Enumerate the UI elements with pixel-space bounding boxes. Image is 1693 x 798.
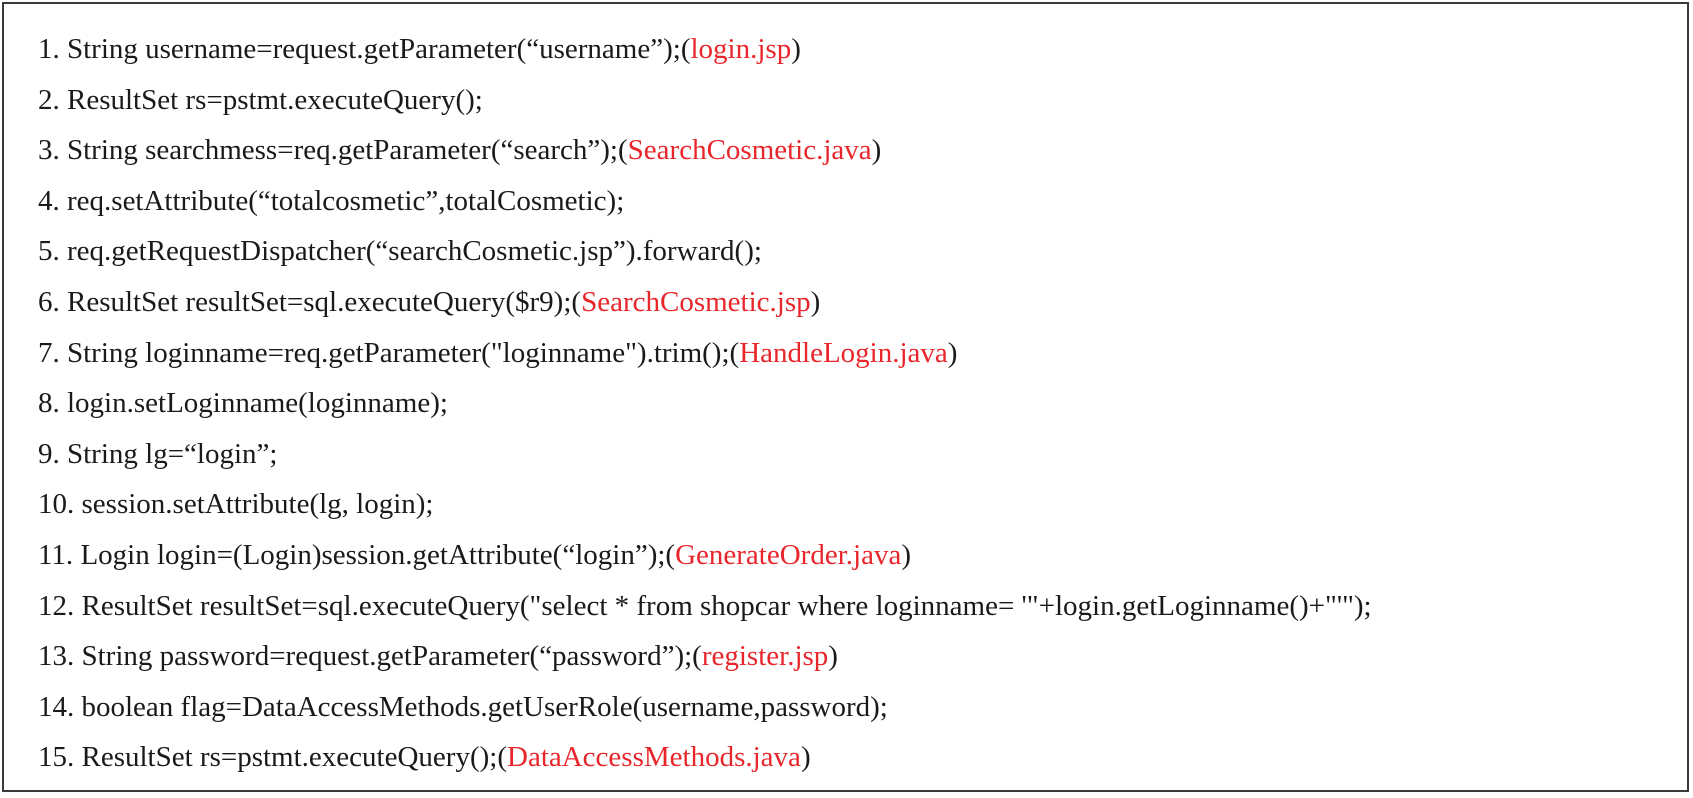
file-ref-close-paren: ): [791, 33, 801, 65]
file-ref-open-paren: (: [571, 285, 582, 318]
line-number: 5.: [38, 235, 60, 268]
line-number: 1.: [38, 33, 60, 65]
code-text: req.setAttribute(“totalcosmetic”,totalCo…: [67, 184, 625, 217]
code-text: ResultSet resultSet=sql.executeQuery("se…: [81, 589, 1372, 622]
code-text: ResultSet resultSet=sql.executeQuery($r9…: [67, 285, 572, 318]
code-text: Login login=(Login)session.getAttribute(…: [80, 538, 666, 571]
code-line: 11. Login login=(Login)session.getAttrib…: [38, 530, 1677, 581]
code-line: 13. String password=request.getParameter…: [38, 631, 1677, 682]
file-ref-open-paren: (: [692, 640, 702, 673]
source-file-reference: login.jsp: [690, 33, 792, 65]
source-file-reference: SearchCosmetic.jsp: [581, 285, 811, 318]
file-ref-open-paren: (: [729, 336, 740, 369]
line-number: 12.: [38, 589, 75, 622]
code-line: 4. req.setAttribute(“totalcosmetic”,tota…: [38, 176, 1677, 227]
file-ref-open-paren: (: [665, 538, 676, 571]
code-line: 6. ResultSet resultSet=sql.executeQuery(…: [38, 277, 1677, 328]
code-line: 8. login.setLoginname(loginname);: [38, 378, 1677, 429]
source-file-reference: register.jsp: [701, 640, 829, 673]
file-ref-close-paren: ): [871, 134, 882, 167]
source-file-reference: GenerateOrder.java: [675, 538, 902, 571]
file-ref-close-paren: ): [828, 640, 838, 673]
code-line: 5. req.getRequestDispatcher(“searchCosme…: [38, 226, 1677, 277]
source-file-reference: DataAccessMethods.java: [507, 741, 801, 774]
code-line: 7. String loginname=req.getParameter("lo…: [38, 328, 1677, 379]
source-file-reference: SearchCosmetic.java: [627, 134, 872, 167]
code-text: String password=request.getParameter(“pa…: [81, 640, 693, 673]
line-number: 2.: [38, 83, 60, 116]
code-text: login.setLoginname(loginname);: [67, 387, 448, 420]
file-ref-open-paren: (: [680, 33, 691, 65]
line-number: 13.: [38, 640, 75, 673]
code-line: 14. boolean flag=DataAccessMethods.getUs…: [38, 682, 1677, 733]
code-text: session.setAttribute(lg, login);: [81, 488, 434, 521]
line-number: 14.: [38, 690, 75, 723]
line-number: 7.: [38, 336, 60, 369]
code-text: boolean flag=DataAccessMethods.getUserRo…: [81, 690, 888, 723]
source-file-reference: HandleLogin.java: [739, 336, 948, 369]
line-number: 8.: [38, 387, 60, 420]
line-number: 10.: [38, 488, 75, 521]
line-number: 9.: [38, 437, 60, 470]
code-listing: 1. String username=request.getParameter(…: [38, 24, 1677, 783]
file-ref-close-paren: ): [800, 741, 811, 774]
code-text: req.getRequestDispatcher(“searchCosmetic…: [67, 235, 762, 268]
code-text: String username=request.getParameter(“us…: [67, 33, 681, 65]
file-ref-close-paren: ): [901, 538, 911, 571]
file-ref-open-paren: (: [497, 741, 507, 774]
line-number: 3.: [38, 134, 60, 167]
code-line: 15. ResultSet rs=pstmt.executeQuery();(D…: [38, 732, 1677, 783]
line-number: 11.: [38, 538, 74, 571]
line-number: 4.: [38, 184, 60, 217]
file-ref-close-paren: ): [810, 285, 821, 318]
line-number: 6.: [38, 285, 60, 318]
file-ref-close-paren: ): [947, 336, 958, 369]
code-text: String loginname=req.getParameter("login…: [67, 336, 730, 369]
file-ref-open-paren: (: [618, 134, 628, 167]
code-line: 12. ResultSet resultSet=sql.executeQuery…: [38, 581, 1677, 632]
code-line: 1. String username=request.getParameter(…: [38, 24, 1677, 75]
code-text: String searchmess=req.getParameter(“sear…: [67, 134, 618, 167]
code-line: 2. ResultSet rs=pstmt.executeQuery();: [38, 75, 1677, 126]
code-line: 9. String lg=“login”;: [38, 429, 1677, 480]
code-line: 3. String searchmess=req.getParameter(“s…: [38, 125, 1677, 176]
line-number: 15.: [38, 741, 75, 774]
code-text: ResultSet rs=pstmt.executeQuery();: [81, 741, 498, 774]
code-text: ResultSet rs=pstmt.executeQuery();: [67, 83, 483, 116]
code-text: String lg=“login”;: [67, 437, 278, 470]
code-line: 10. session.setAttribute(lg, login);: [38, 479, 1677, 530]
